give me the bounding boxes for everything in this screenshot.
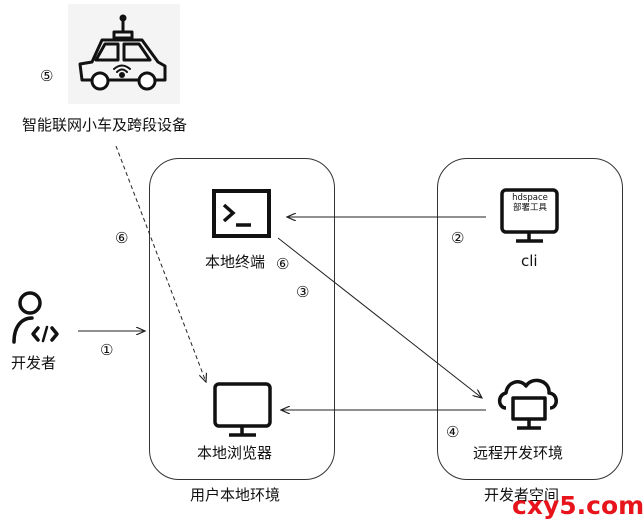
developer-icon	[12, 291, 59, 344]
cli-screen-text: hdspace 部署工具	[505, 193, 555, 213]
local-terminal-label: 本地终端	[205, 253, 266, 271]
diagram-svg	[12, 14, 559, 437]
iot-car-label: 智能联网小车及跨段设备	[22, 116, 188, 134]
cli-screen-line2: 部署工具	[512, 203, 547, 213]
developer-space-label: 开发者空间	[484, 486, 560, 504]
cli-screen-line1: hdspace	[512, 193, 548, 203]
step-5-label: ⑤	[40, 67, 54, 85]
terminal-icon	[212, 189, 271, 238]
step-4-label: ④	[446, 423, 460, 441]
step-6b-label: ⑥	[276, 255, 290, 273]
watermark-text: cxy5.com	[512, 491, 644, 520]
browser-monitor-icon	[213, 382, 272, 437]
developer-label: 开发者	[11, 354, 57, 372]
step-3-label: ③	[296, 283, 310, 301]
step-2-label: ②	[451, 229, 465, 247]
step-1-label: ①	[100, 341, 114, 359]
car-icon	[78, 14, 167, 91]
arrow-step6-dashed	[115, 145, 206, 382]
local-environment-label: 用户本地环境	[190, 486, 281, 504]
remote-env-label: 远程开发环境	[473, 444, 564, 462]
step-6-label: ⑥	[115, 229, 129, 247]
diagram-canvas: hdspace 部署工具 智能联网小车及跨段设备 开发者 本地终端 本地浏览器 …	[11, 4, 644, 520]
arrow-step3	[277, 237, 482, 398]
local-browser-label: 本地浏览器	[197, 444, 273, 462]
cli-label: cli	[521, 252, 538, 270]
cli-monitor-icon	[500, 188, 559, 243]
cloud-icon	[497, 378, 558, 430]
